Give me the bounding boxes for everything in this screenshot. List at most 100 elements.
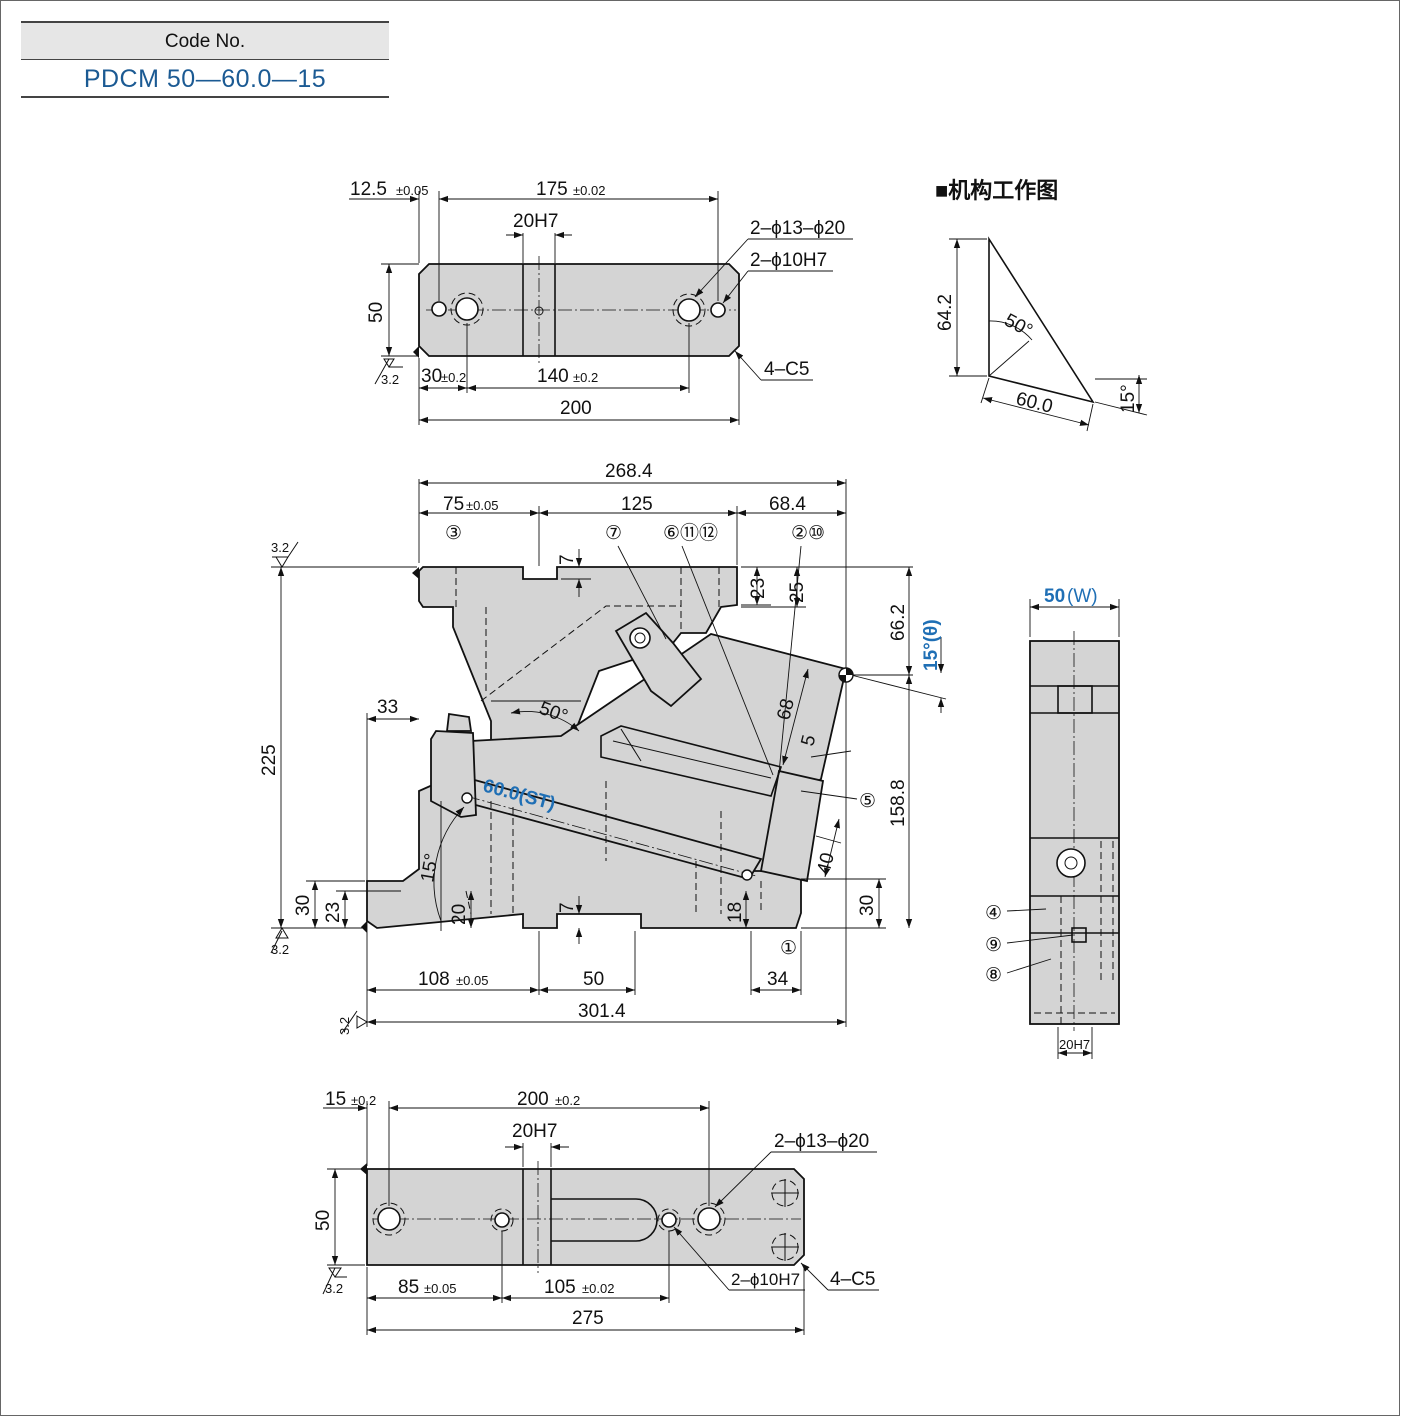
dim-125: 125 [621, 494, 653, 515]
bolt-hole [455, 297, 479, 321]
dim-5: 5 [797, 733, 820, 748]
bottom-view: 15 ±0.2 200 ±0.2 20H7 2–ϕ13–ϕ20 50 3.2 [313, 1089, 879, 1335]
dim-34: 34 [767, 969, 789, 990]
tol-108: ±0.05 [456, 973, 488, 988]
holes-13-20: 2–ϕ13–ϕ20 [750, 218, 845, 239]
pin-hole [710, 302, 726, 318]
dim-33: 33 [377, 697, 398, 718]
dim-200-bottom: 200 [517, 1089, 549, 1110]
mechanism-triangle [988, 236, 1095, 404]
callout-8: ⑧ [985, 965, 1002, 986]
tol-75: ±0.05 [466, 498, 498, 513]
dim-18: 18 [725, 902, 746, 923]
callout-3: ③ [445, 523, 462, 544]
side-hole [1056, 848, 1086, 878]
callout-2-10: ②⑩ [791, 523, 825, 544]
dim-30: 30 [421, 366, 442, 387]
datum-marker [838, 667, 854, 683]
dim-40: 40 [813, 851, 838, 877]
dim-60: 60.0 [1014, 388, 1055, 417]
chamfer: 4–C5 [764, 359, 809, 380]
dim-12-5: 12.5 [350, 179, 387, 200]
side-20h7: 20H7 [1059, 1037, 1090, 1052]
dim-85: 85 [398, 1277, 419, 1298]
dim-50-front: 50 [583, 969, 604, 990]
theta-angle: 15°(θ) [921, 619, 942, 671]
dim-105: 105 [544, 1277, 576, 1298]
dim-268-4: 268.4 [605, 461, 653, 482]
mechanism-diagram: ■机构工作图 50° 64.2 60.0 15° [935, 178, 1148, 432]
tol-85: ±0.05 [424, 1281, 456, 1296]
dim-75: 75 [443, 494, 464, 515]
code-box: Code No. PDCM 50—60.0—15 [21, 21, 389, 98]
top-plate [418, 263, 740, 357]
callout-9: ⑨ [985, 935, 1002, 956]
callout-5: ⑤ [859, 791, 876, 812]
front-view: 268.4 75 ±0.05 125 68.4 ③ ⑦ ⑥⑪⑫ ②⑩ ⑤ ① 2… [259, 461, 947, 1035]
bottom-roughness: 3.2 [325, 1281, 343, 1296]
dim-30b: 30 [857, 895, 878, 916]
dim-140: 140 [537, 366, 569, 387]
dim-301-4: 301.4 [578, 1001, 626, 1022]
dim-50: 50 [366, 302, 387, 323]
tol-140: ±0.2 [573, 370, 598, 385]
dim-66-2: 66.2 [888, 604, 909, 641]
roughness-bottom: 3.2 [271, 942, 289, 957]
tol-12-5: ±0.05 [396, 183, 428, 198]
roughness-top: 3.2 [271, 540, 289, 555]
right-end-block [759, 769, 825, 883]
dim-64-2: 64.2 [935, 294, 956, 331]
code-label: Code No. [21, 21, 389, 60]
callout-1: ① [780, 938, 797, 959]
width-unit: (W) [1067, 586, 1098, 607]
callout-6-11-12: ⑥⑪⑫ [663, 522, 718, 544]
dim-275: 275 [572, 1308, 604, 1329]
width-value: 50 [1044, 586, 1065, 607]
pin-hole [431, 301, 447, 317]
dim-7b: 7 [557, 902, 578, 913]
dim-175: 175 [536, 179, 568, 200]
dim-23b: 23 [323, 902, 344, 923]
dim-20h7: 20H7 [513, 211, 558, 232]
left-end-block [430, 730, 477, 818]
tol-200: ±0.2 [555, 1093, 580, 1108]
angle-15: 15° [1118, 384, 1139, 413]
angle-15-front: 15° [417, 852, 443, 884]
pivot-pin [629, 627, 651, 649]
bottom-plate [366, 1168, 805, 1266]
tol-105: ±0.02 [582, 1281, 614, 1296]
dim-158-8: 158.8 [888, 779, 909, 827]
dim-23a: 23 [748, 578, 769, 599]
side-body [1029, 640, 1120, 1025]
bottom-dim-50: 50 [313, 1210, 334, 1231]
bottom-chamfer: 4–C5 [830, 1269, 875, 1290]
dim-20: 20 [449, 904, 470, 925]
pin-hole [661, 1212, 677, 1228]
dim-25: 25 [787, 582, 808, 603]
dim-68: 68 [773, 697, 798, 723]
mechanism-title: ■机构工作图 [935, 178, 1058, 203]
roughness-side: 3.2 [337, 1017, 352, 1035]
tol-175: ±0.02 [573, 183, 605, 198]
callout-7: ⑦ [605, 523, 622, 544]
pin-hole [494, 1212, 510, 1228]
holes-10h7: 2–ϕ10H7 [750, 250, 827, 271]
dim-108: 108 [418, 969, 450, 990]
dim-68-4: 68.4 [769, 494, 806, 515]
bottom-holes-10h7: 2–ϕ10H7 [731, 1270, 800, 1289]
dim-225: 225 [259, 744, 280, 776]
tol-15: ±0.2 [351, 1093, 376, 1108]
bolt-hole [377, 1207, 401, 1231]
roughness: 3.2 [381, 372, 399, 387]
dim-7a: 7 [557, 554, 578, 565]
bolt-hole [697, 1207, 721, 1231]
bolt-hole [677, 298, 701, 322]
angle-50: 50° [1001, 310, 1036, 342]
callout-4: ④ [985, 903, 1002, 924]
code-value: PDCM 50—60.0—15 [21, 60, 389, 98]
dim-200: 200 [560, 398, 592, 419]
top-view: 12.5 ±0.05 175 ±0.02 20H7 2–ϕ13–ϕ20 2–ϕ1… [349, 179, 853, 425]
dim-15: 15 [325, 1089, 346, 1110]
